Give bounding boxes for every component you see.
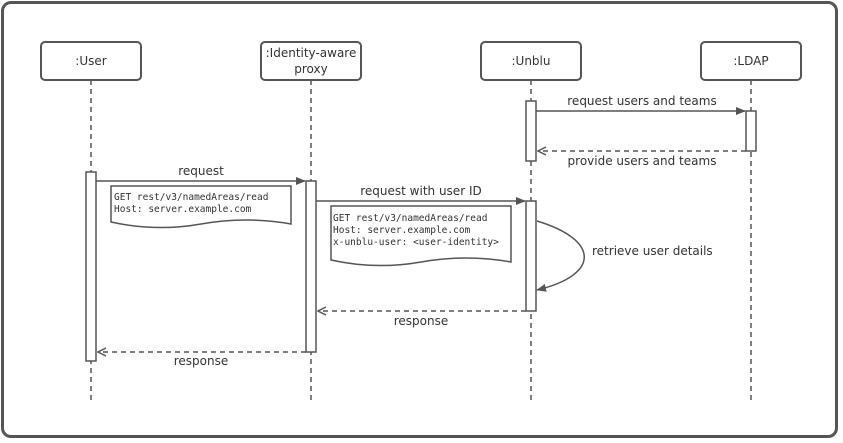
arrow-retrieve-user-details [536,220,585,292]
note-proxy-request-line1: GET rest/v3/namedAreas/read [333,213,487,224]
activation-proxy [305,180,317,353]
note-user-request: GET rest/v3/namedAreas/read Host: server… [110,185,292,229]
activation-ldap [745,110,757,152]
activation-user [85,171,97,362]
actor-proxy: :Identity-aware proxy [260,41,362,81]
note-proxy-request-line2: Host: server.example.com [333,225,471,236]
actor-unblu-label: :Unblu [512,54,551,68]
note-proxy-request-line3: x-unblu-user: <user-identity> [333,237,499,248]
label-response-proxy: response [174,354,229,368]
note-proxy-request: GET rest/v3/namedAreas/read Host: server… [330,205,512,267]
label-request-users-teams: request users and teams [567,94,716,108]
activation-unblu-main [525,200,537,312]
label-retrieve-user-details: retrieve user details [592,244,713,258]
label-request: request [178,164,224,178]
activation-unblu-top [525,100,537,162]
actor-user: :User [40,41,142,81]
label-response-unblu: response [394,314,449,328]
actor-proxy-label-line1: :Identity-aware [266,46,357,60]
actor-ldap: :LDAP [700,41,802,81]
note-user-request-line2: Host: server.example.com [114,204,252,215]
actor-proxy-label-line2: proxy [294,62,327,76]
actor-unblu: :Unblu [480,41,582,81]
actor-user-label: :User [75,54,106,68]
actor-ldap-label: :LDAP [733,54,768,68]
diagram-frame [1,1,838,438]
note-user-request-line1: GET rest/v3/namedAreas/read [114,192,268,203]
label-provide-users-teams: provide users and teams [568,154,717,168]
label-request-with-user-id: request with user ID [360,184,481,198]
